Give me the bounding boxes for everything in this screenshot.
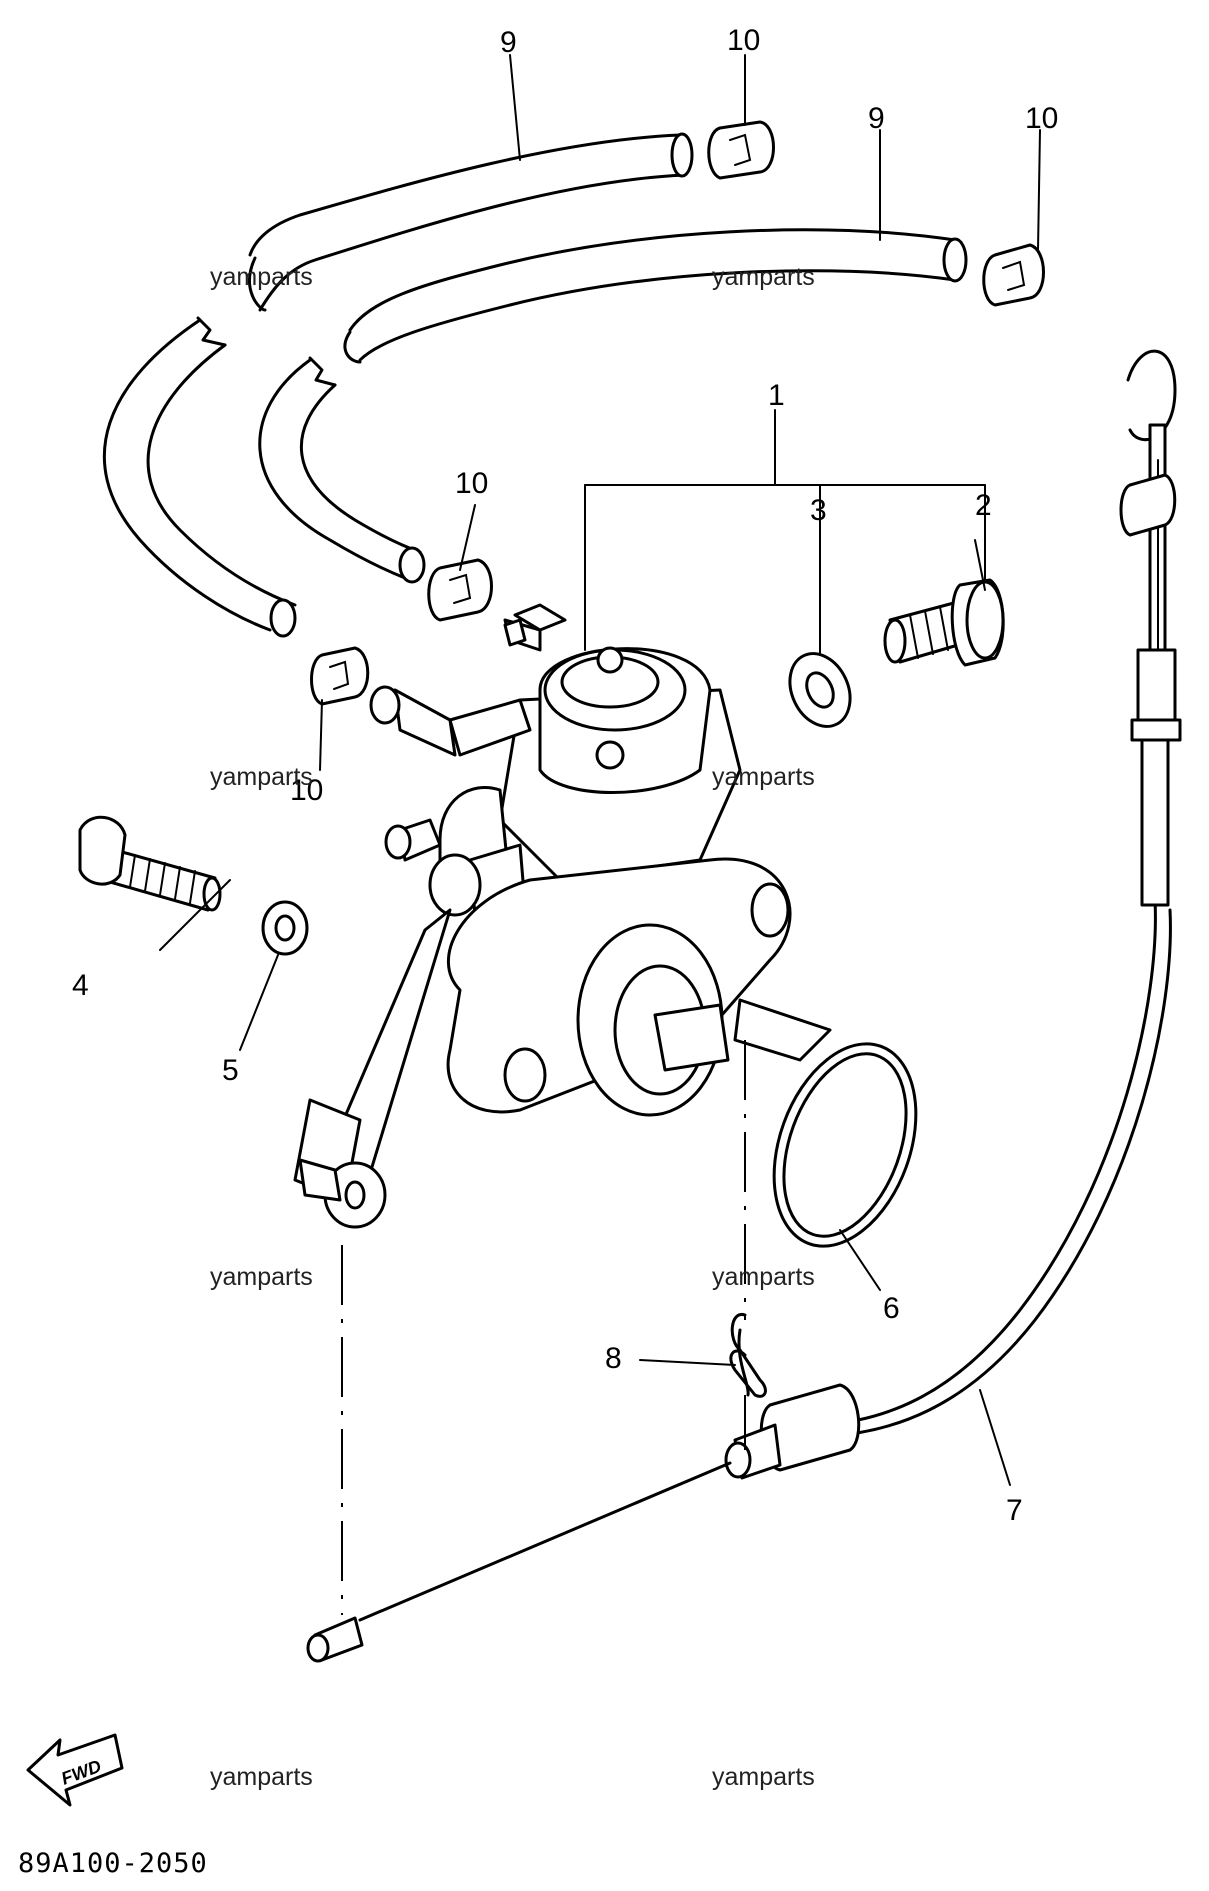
callout-10-top-right: 10 (1025, 102, 1058, 135)
watermark: yamparts (712, 263, 815, 291)
assembly-guide-lines (341, 1040, 746, 1615)
screw-part-2 (883, 578, 1005, 667)
watermark: yamparts (210, 263, 313, 291)
fuel-cock-mount-plate (446, 857, 832, 1117)
callout-10-lower: 10 (290, 774, 323, 807)
fuel-cock-body (369, 603, 742, 917)
clamp-lower (310, 646, 370, 706)
callout-1: 1 (768, 379, 785, 412)
cable-end-top (1119, 473, 1177, 537)
callout-10-top-left: 10 (727, 24, 760, 57)
cable-part-7 (306, 349, 1182, 1663)
fuel-hose-lower (343, 228, 968, 364)
fuel-hose-mid-bend (258, 356, 426, 584)
clamp-mid (427, 558, 493, 622)
leader-lines (159, 54, 1041, 1486)
clip-part-8 (729, 1313, 767, 1398)
callout-8: 8 (605, 1342, 622, 1375)
callout-9-left: 9 (500, 26, 517, 59)
o-ring-part-6 (772, 1042, 918, 1248)
fuel-cock-lever (293, 908, 452, 1229)
washer-part-5 (261, 900, 309, 956)
forward-arrow: FWD (26, 1733, 124, 1807)
callout-7: 7 (1006, 1494, 1023, 1527)
fuel-hose-upper (248, 132, 694, 312)
watermark: yamparts (712, 1763, 815, 1791)
watermark: yamparts (712, 1263, 815, 1291)
callout-labels: 1 2 3 4 5 6 7 8 9 9 10 10 10 10 (72, 24, 1058, 1527)
callout-5: 5 (222, 1054, 239, 1087)
clamp-top-left (707, 120, 775, 180)
watermarks: yamparts yamparts yamparts yamparts yamp… (210, 263, 815, 1791)
callout-3: 3 (810, 494, 827, 527)
fuel-hose-left-bend (102, 316, 297, 638)
watermark: yamparts (712, 763, 815, 791)
watermark: yamparts (210, 763, 313, 791)
callout-4: 4 (72, 969, 89, 1002)
clamp-top-right (982, 243, 1045, 307)
callout-2: 2 (975, 489, 992, 522)
gasket-part-3 (788, 652, 852, 728)
callout-6: 6 (883, 1292, 900, 1325)
diagram-code: 89A100-2050 (18, 1848, 208, 1879)
watermark: yamparts (210, 1763, 313, 1791)
bolt-part-4 (78, 815, 222, 912)
callout-10-mid: 10 (455, 467, 488, 500)
callout-9-right: 9 (868, 102, 885, 135)
watermark: yamparts (210, 1263, 313, 1291)
